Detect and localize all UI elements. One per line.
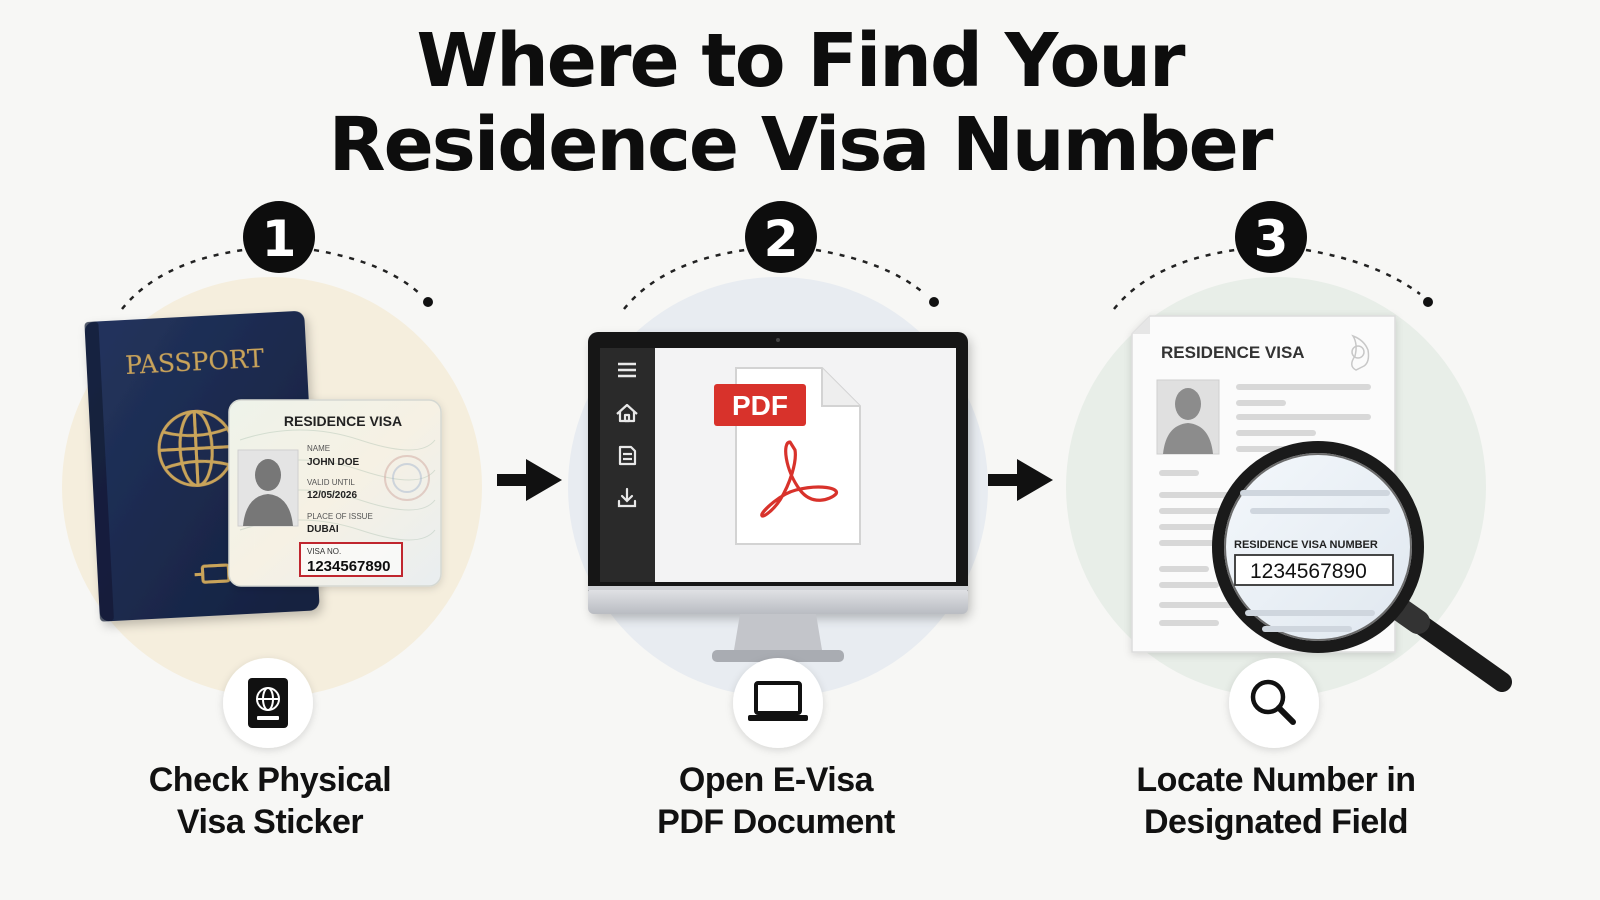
visa-valid-value: 12/05/2026 [307, 490, 357, 501]
step-2-dotted-arc [623, 248, 746, 310]
residence-visa-number-value: 1234567890 [1250, 560, 1367, 583]
monitor-illustration: PDF [588, 332, 968, 662]
step-3-caption-line-1: Locate Number in [1136, 761, 1416, 799]
acrobat-logo-icon [760, 440, 839, 518]
step-1-caption-line-2: Visa Sticker [176, 803, 364, 841]
pdf-badge-label: PDF [732, 390, 788, 421]
document-icon [618, 445, 637, 466]
title-line-2: Residence Visa Number [328, 102, 1274, 188]
visa-sticker-heading: RESIDENCE VISA [284, 413, 402, 429]
step-2-caption: Open E-Visa PDF Document [566, 759, 986, 843]
step-1-caption-line-1: Check Physical [148, 761, 392, 799]
search-icon [1250, 679, 1296, 725]
visa-place-value: DUBAI [307, 524, 339, 535]
step-1-caption: Check Physical Visa Sticker [60, 759, 480, 843]
step-2-caption-line-2: PDF Document [657, 803, 895, 841]
step-2-badge: 2 [745, 201, 817, 273]
step-2-dotted-arc [815, 248, 926, 295]
visa-name-value: JOHN DOE [307, 457, 360, 468]
visa-number-value: 1234567890 [307, 558, 390, 575]
step-1-icon-circle [223, 658, 313, 748]
arrow-right-icon [988, 459, 1053, 501]
download-icon [617, 487, 637, 508]
step-1-dotted-arc [121, 248, 244, 310]
visa-place-label: PLACE OF ISSUE [307, 512, 373, 521]
step-3-dotted-arc [1305, 248, 1421, 296]
visa-number-highlight [299, 542, 403, 577]
document-heading: RESIDENCE VISA [1161, 343, 1305, 362]
title-line-1: Where to Find Your [416, 18, 1185, 104]
document-illustration: RESIDENCE VISA [1131, 315, 1512, 692]
step-3-dotted-arc [1113, 248, 1236, 310]
step-2-icon-circle [733, 658, 823, 748]
person-silhouette-icon [1163, 388, 1213, 454]
step-3-badge: 3 [1235, 201, 1307, 273]
arrow-right-icon [497, 459, 562, 501]
step-3-caption-line-2: Designated Field [1143, 803, 1409, 841]
step-1-arc-dot [423, 297, 433, 307]
globe-emblem-icon [157, 409, 235, 487]
step-3-number: 3 [1254, 210, 1289, 268]
step-2-arc-dot [929, 297, 939, 307]
emblem-icon [1351, 334, 1370, 371]
step-2-number: 2 [764, 210, 799, 268]
step-3-caption: Locate Number in Designated Field [1066, 759, 1486, 843]
menu-icon [618, 362, 636, 378]
magnifying-glass-icon: RESIDENCE VISA NUMBER 1234567890 [1212, 441, 1512, 692]
pdf-file-icon: PDF [714, 367, 861, 545]
visa-name-label: NAME [307, 444, 330, 453]
laptop-icon [748, 681, 808, 721]
step-1-number: 1 [262, 210, 297, 268]
step-1-badge: 1 [243, 201, 315, 273]
passport-icon [248, 678, 288, 728]
step-3-icon-circle [1229, 658, 1319, 748]
passport-illustration: PASSPORT [84, 311, 442, 622]
step-2-caption-line-1: Open E-Visa [678, 761, 874, 799]
visa-valid-label: VALID UNTIL [307, 478, 355, 487]
step-3-arc-dot [1423, 297, 1433, 307]
home-icon [616, 403, 638, 423]
visa-number-label: VISA NO. [307, 547, 341, 556]
residence-visa-number-label: RESIDENCE VISA NUMBER [1234, 539, 1378, 551]
person-silhouette-icon [243, 459, 293, 526]
step-1-dotted-arc [313, 248, 421, 295]
